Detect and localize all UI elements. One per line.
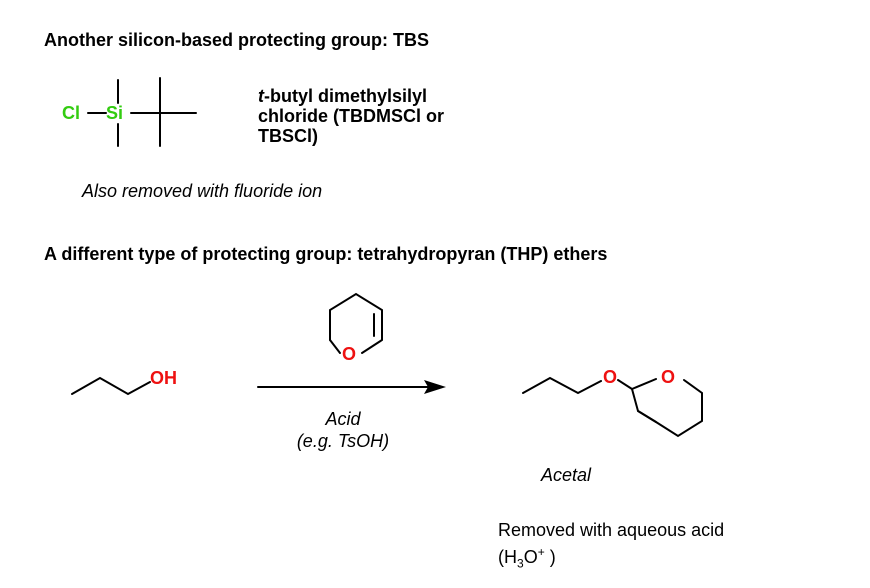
acetal-label: Acetal <box>541 465 592 485</box>
removal-line2: (H3O+ ) <box>498 545 556 571</box>
heading-tbs: Another silicon-based protecting group: … <box>44 30 430 50</box>
tbscl-name-line1: t-butyl dimethylsilyl <box>258 86 428 106</box>
reaction-conditions: Acid (e.g. TsOH) <box>288 408 398 452</box>
heading-thp: A different type of protecting group: te… <box>44 244 608 264</box>
tbscl-name: t-butyl dimethylsilyl chloride (TBDMSCl … <box>258 86 444 146</box>
product-propyl-chain <box>522 376 602 395</box>
product-c-o-ring-bond <box>631 378 657 390</box>
dhp-ring-bonds <box>329 292 383 354</box>
reaction-arrow-head <box>424 380 446 394</box>
tbscl-name-line2: chloride (TBDMSCl or <box>258 106 445 126</box>
removal-line1: Removed with aqueous acid <box>498 520 725 540</box>
product-ether-o-label: O <box>603 367 618 387</box>
product-ring-o-label: O <box>661 367 676 387</box>
removal-note: Removed with aqueous acid (H3O+ ) <box>498 519 724 575</box>
propanol-chain <box>71 376 151 396</box>
product-thp-ring <box>631 379 703 438</box>
fluoride-note: Also removed with fluoride ion <box>82 181 323 201</box>
tbscl-name-line3: TBSCl) <box>258 126 318 146</box>
conditions-line2: (e.g. TsOH) <box>296 431 390 451</box>
cl-atom-label: Cl <box>62 103 80 123</box>
dhp-o-label: O <box>342 344 357 364</box>
dhp-o-bond <box>329 339 341 354</box>
si-atom-label: Si <box>106 103 124 123</box>
product-o-c-bond <box>617 379 633 390</box>
conditions-line1: Acid <box>325 409 361 429</box>
reactant-oh-label: OH <box>150 368 177 388</box>
